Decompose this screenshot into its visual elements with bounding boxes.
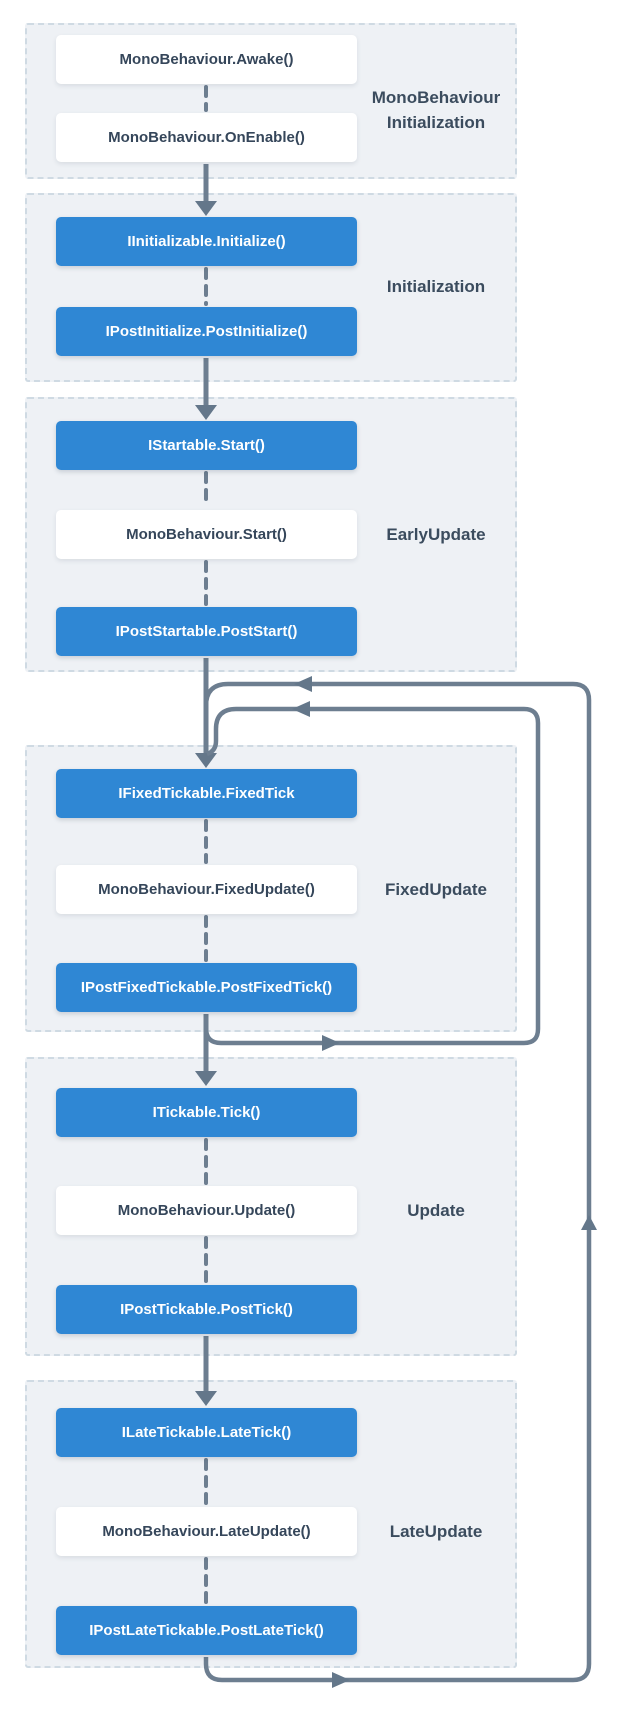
node-istartable-start: IStartable.Start() (56, 421, 357, 470)
node-monobehaviour-awake: MonoBehaviour.Awake() (56, 35, 357, 84)
right-arrowhead-icon (322, 1035, 340, 1051)
node-ipostinitialize-postinitialize: IPostInitialize.PostInitialize() (56, 307, 357, 356)
right-arrowhead-icon (332, 1672, 350, 1688)
section-label-update: Update (407, 1201, 465, 1220)
section-label-line: MonoBehaviour (371, 88, 501, 107)
node-ipostlatetickable-postlatetick: IPostLateTickable.PostLateTick() (56, 1606, 357, 1655)
up-arrowhead-icon (581, 1215, 597, 1230)
section-label-line: Initialization (386, 113, 486, 132)
node-monobehaviour-lateupdate: MonoBehaviour.LateUpdate() (56, 1507, 357, 1556)
section-label-fixedupdate: FixedUpdate (384, 880, 488, 899)
node-monobehaviour-onenable: MonoBehaviour.OnEnable() (56, 113, 357, 162)
section-label-monobehaviour-initialization: MonoBehaviour Initialization (357, 85, 515, 135)
node-ifixedtickable-fixedtick: IFixedTickable.FixedTick (56, 769, 357, 818)
node-iposttickable-posttick: IPostTickable.PostTick() (56, 1285, 357, 1334)
node-itickable-tick: ITickable.Tick() (56, 1088, 357, 1137)
section-label-lateupdate: LateUpdate (389, 1522, 483, 1541)
left-arrowhead-icon (294, 676, 312, 692)
node-ilatetickable-latetick: ILateTickable.LateTick() (56, 1408, 357, 1457)
node-iinitializable-initialize: IInitializable.Initialize() (56, 217, 357, 266)
node-monobehaviour-start: MonoBehaviour.Start() (56, 510, 357, 559)
section-label-initialization: Initialization (386, 277, 486, 296)
node-ipostfixedtickable-postfixedtick: IPostFixedTickable.PostFixedTick() (56, 963, 357, 1012)
left-arrowhead-icon (292, 701, 310, 717)
section-label-earlyupdate: EarlyUpdate (386, 525, 486, 544)
node-ipoststartable-poststart: IPostStartable.PostStart() (56, 607, 357, 656)
node-monobehaviour-update: MonoBehaviour.Update() (56, 1186, 357, 1235)
node-monobehaviour-fixedupdate: MonoBehaviour.FixedUpdate() (56, 865, 357, 914)
